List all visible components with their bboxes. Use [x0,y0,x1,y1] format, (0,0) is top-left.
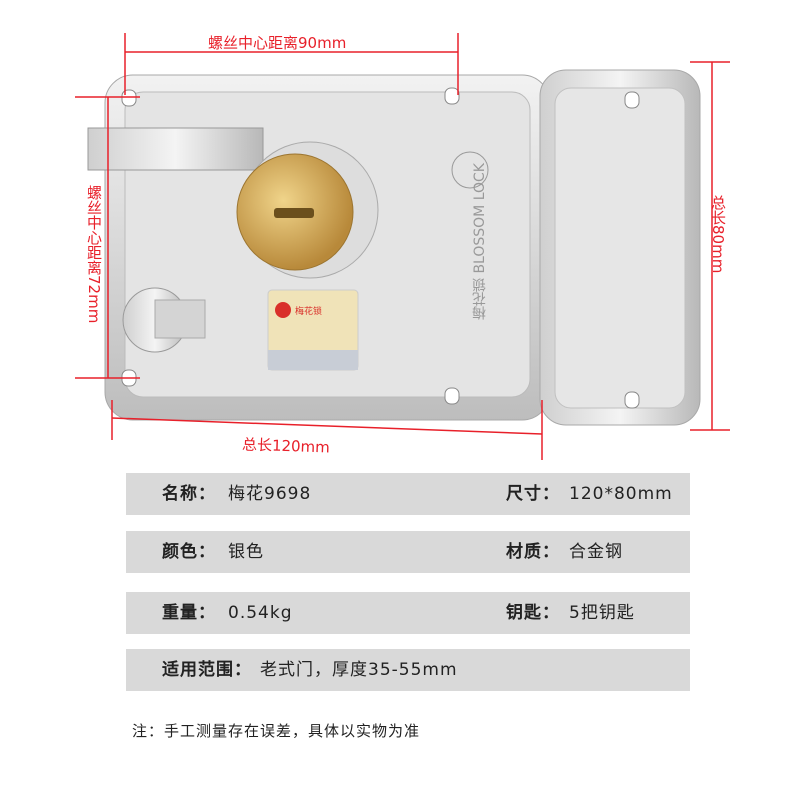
dimension-top-label: 螺丝中心距离90mm [208,34,347,52]
spec-value: 合金钢 [569,542,623,562]
spec-row-usage: 适用范围： 老式门，厚度35-55mm [126,649,690,691]
spec-value: 老式门，厚度35-55mm [260,660,458,680]
spec-label: 材质： [506,542,560,562]
spec-value: 银色 [228,542,264,562]
dimension-right-label: 总长80mm [709,195,727,274]
spec-label: 颜色： [162,542,216,562]
spec-label: 尺寸： [506,484,560,504]
dimension-left-label: 螺丝中心距离72mm [85,185,103,324]
spec-row-weight-keys: 重量： 0.54kg 钥匙： 5把钥匙 [126,592,690,634]
svg-text:梅花锁: 梅花锁 [295,305,322,317]
svg-text:梅花锁 BLOSSOM LOCK: 梅花锁 BLOSSOM LOCK [472,162,488,320]
spec-label: 名称： [162,484,216,504]
spec-value: 120*80mm [569,484,673,504]
lock-bolt [87,127,264,171]
spec-value: 5把钥匙 [569,603,635,623]
spec-label: 钥匙： [506,603,560,623]
measurement-note: 注：手工测量存在误差，具体以实物为准 [132,722,421,740]
spec-value: 0.54kg [228,603,293,623]
spec-label: 适用范围： [162,660,252,680]
spec-row-name-size: 名称： 梅花9698 尺寸： 120*80mm [126,473,690,515]
spec-row-color-material: 颜色： 银色 材质： 合金钢 [126,531,690,573]
dimension-bottom-label: 总长120mm [241,435,331,457]
spec-value: 梅花9698 [228,484,312,504]
lock-product-image: 梅花锁 梅花锁 BLOSSOM LOCK [75,33,730,460]
spec-label: 重量： [162,603,216,623]
